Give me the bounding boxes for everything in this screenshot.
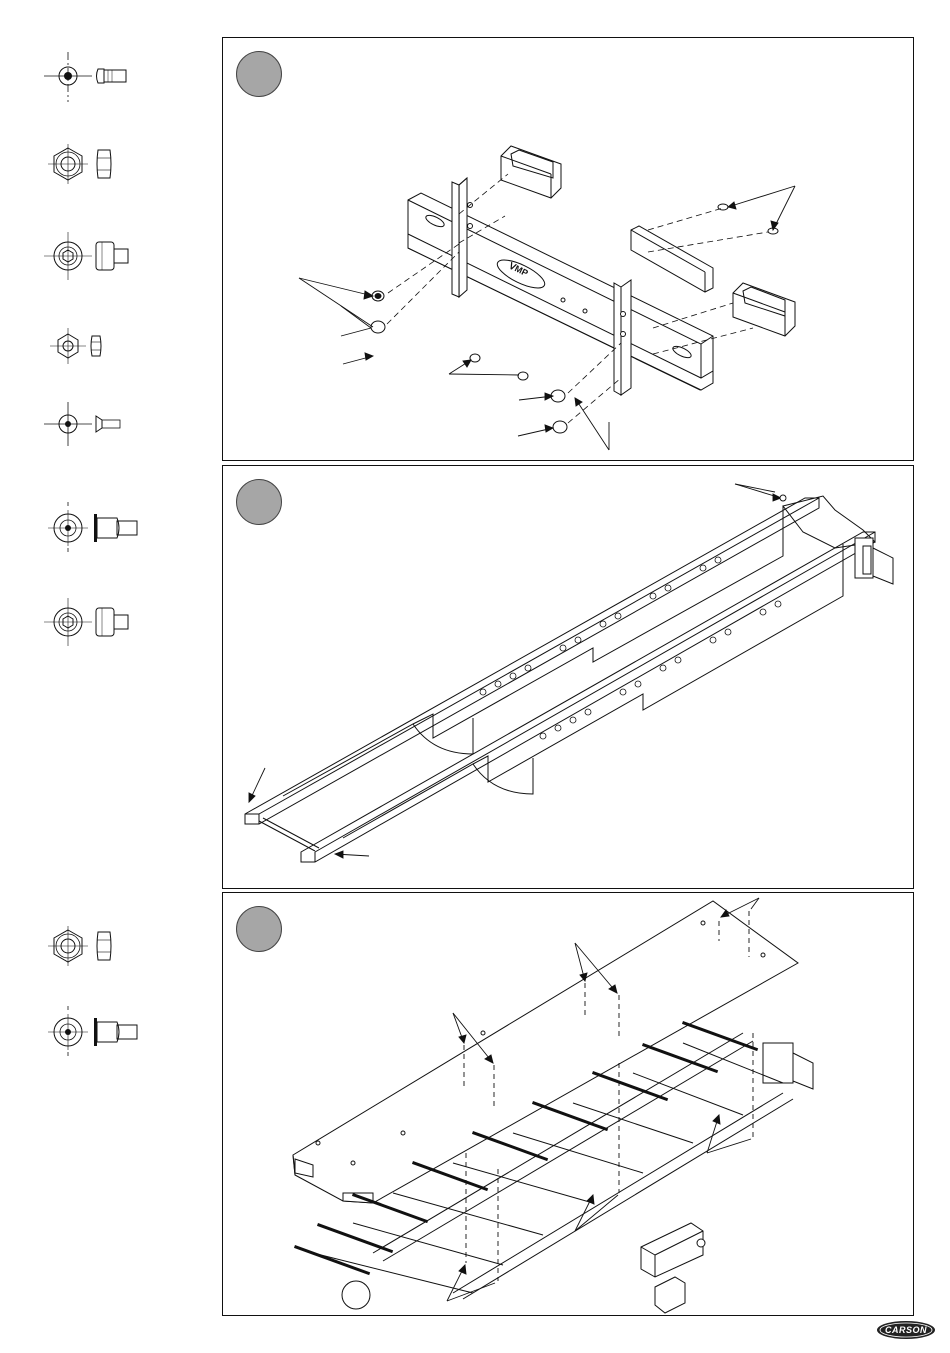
countersunk-screw-icon [40, 400, 140, 448]
step-1-panel: ⅤMP [222, 37, 914, 461]
small-hex-nut-icon [40, 326, 140, 366]
brand-logo: CARSON [876, 1320, 936, 1340]
button-head-screw-icon [40, 50, 140, 104]
socket-head-screw-icon [40, 596, 140, 648]
hex-nut-icon [40, 922, 140, 972]
step-1-exploded-drawing: ⅤMP [223, 38, 915, 462]
step-3-panel [222, 892, 914, 1316]
step-2-panel [222, 465, 914, 889]
step-2-exploded-drawing [223, 466, 915, 890]
flanged-button-screw-icon [40, 498, 140, 556]
step-3-exploded-drawing [223, 893, 915, 1317]
hardware-legend [0, 0, 210, 1353]
hex-nut-icon [40, 140, 140, 190]
socket-head-screw-icon [40, 230, 140, 282]
flanged-button-screw-icon [40, 1002, 140, 1060]
brand-logo-text: CARSON [885, 1325, 927, 1335]
